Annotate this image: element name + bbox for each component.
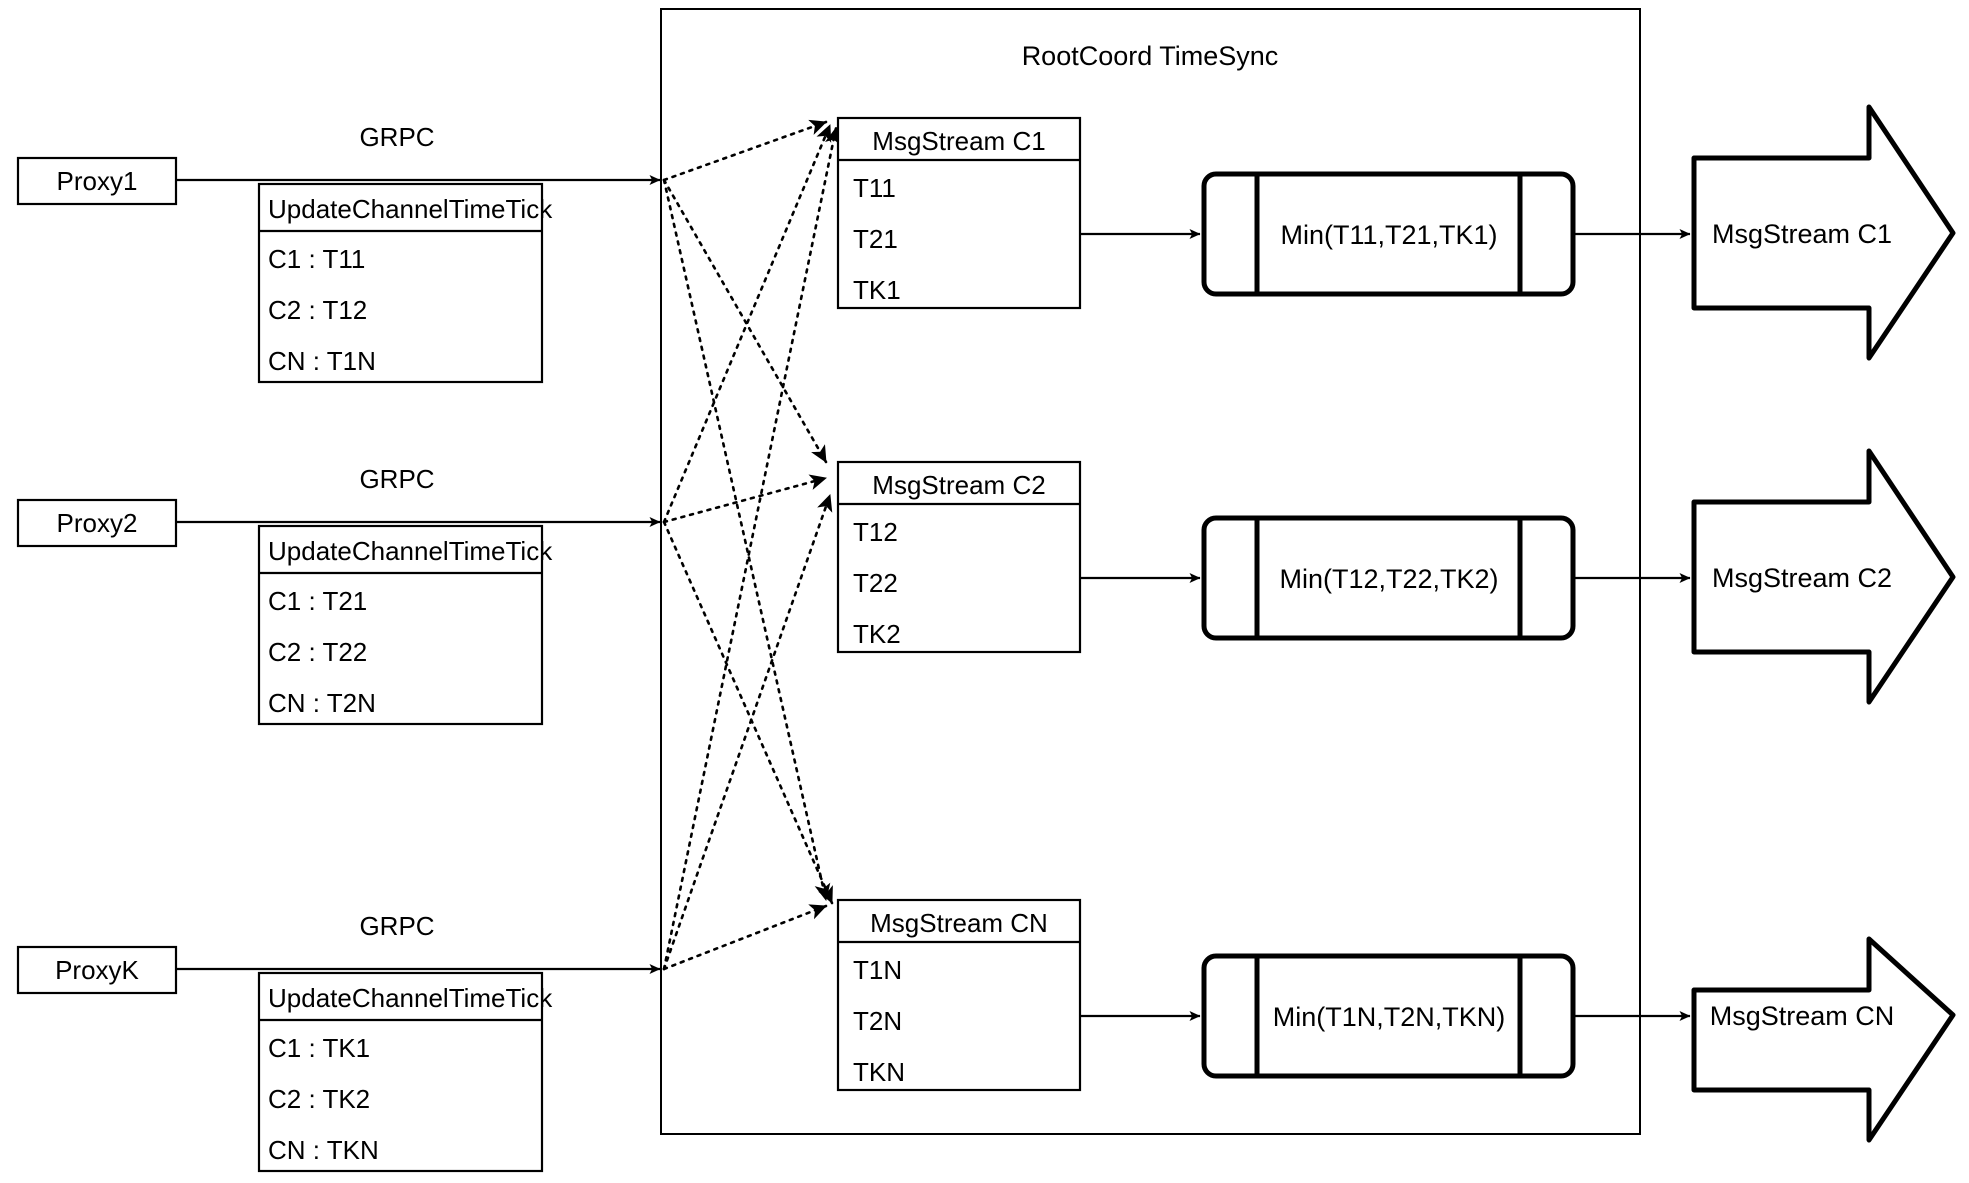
dotted-edge-pk-c2	[662, 493, 833, 971]
rootcoord-container	[660, 8, 1641, 1135]
msgstream-header-3: MsgStream CN	[870, 908, 1048, 938]
dotted-edge-p2-cn	[662, 520, 834, 905]
msgstream-box-1	[836, 116, 1082, 310]
min-label-1: Min(T11,T21,TK1)	[1280, 220, 1497, 250]
min-label-2: Min(T12,T22,TK2)	[1279, 564, 1498, 594]
proxy-group-2: Proxy2 GRPC UpdateChannelTimeTick C1 : T…	[16, 464, 661, 726]
message-header-2: UpdateChannelTimeTick	[268, 536, 553, 566]
msgstream-row-3-1: T2N	[853, 1006, 902, 1036]
dotted-edge-p1-c2	[662, 178, 828, 464]
msgstream-row-1-1: T21	[853, 224, 898, 254]
msgstream-row-2-1: T22	[853, 568, 898, 598]
dotted-routing-edges	[662, 119, 841, 971]
message-row-2-1: C2 : T22	[268, 637, 367, 667]
grpc-label-2: GRPC	[359, 464, 434, 494]
proxy-group-3: ProxyK GRPC UpdateChannelTimeTick C1 : T…	[16, 911, 661, 1173]
output-arrow-label-3: MsgStream CN	[1710, 1001, 1895, 1031]
grpc-label-1: GRPC	[359, 122, 434, 152]
min-label-3: Min(T1N,T2N,TKN)	[1273, 1002, 1506, 1032]
output-arrow-shape-3	[1691, 936, 1956, 1143]
channel-row-2: MsgStream C2 T12 T22 TK2 Min(T12,T22,TK2…	[836, 448, 1956, 705]
message-row-2-0: C1 : T21	[268, 586, 367, 616]
message-header-1: UpdateChannelTimeTick	[268, 194, 553, 224]
msgstream-row-3-2: TKN	[853, 1057, 905, 1087]
dotted-edge-pk-c1	[662, 126, 841, 971]
msgstream-box-2	[836, 460, 1082, 654]
channel-row-1: MsgStream C1 T11 T21 TK1 Min(T11,T21,TK1…	[836, 104, 1956, 361]
msgstream-row-1-2: TK1	[853, 275, 901, 305]
message-row-3-0: C1 : TK1	[268, 1033, 370, 1063]
message-box-2	[257, 524, 544, 726]
message-row-1-1: C2 : T12	[268, 295, 367, 325]
msgstream-row-1-0: T11	[853, 173, 896, 203]
message-row-2-2: CN : T2N	[268, 688, 376, 718]
proxy-label-2: Proxy2	[57, 508, 138, 538]
message-header-3: UpdateChannelTimeTick	[268, 983, 553, 1013]
msgstream-row-2-0: T12	[853, 517, 898, 547]
grpc-label-3: GRPC	[359, 911, 434, 941]
message-box-3	[257, 971, 544, 1173]
dotted-edge-p1-c1	[662, 119, 828, 182]
dotted-edge-p2-c1	[662, 123, 832, 524]
proxy-label-1: Proxy1	[57, 166, 138, 196]
container-title: RootCoord TimeSync	[1022, 41, 1279, 71]
message-row-3-1: C2 : TK2	[268, 1084, 370, 1114]
output-arrow-shape-1	[1691, 104, 1956, 361]
msgstream-box-3	[836, 898, 1082, 1092]
message-row-1-2: CN : T1N	[268, 346, 376, 376]
output-arrow-label-2: MsgStream C2	[1712, 563, 1892, 593]
dotted-edge-pk-cn	[662, 904, 828, 971]
msgstream-row-3-0: T1N	[853, 955, 902, 985]
msgstream-header-1: MsgStream C1	[872, 126, 1045, 156]
msgstream-header-2: MsgStream C2	[872, 470, 1045, 500]
dotted-edge-p1-cn	[662, 178, 831, 902]
output-arrow-label-1: MsgStream C1	[1712, 219, 1892, 249]
message-row-1-0: C1 : T11	[268, 244, 365, 274]
output-arrow-shape-2	[1691, 448, 1956, 705]
proxy-box-2[interactable]	[16, 498, 178, 548]
msgstream-row-2-2: TK2	[853, 619, 901, 649]
message-box-1	[257, 182, 544, 384]
channel-row-3: MsgStream CN T1N T2N TKN Min(T1N,T2N,TKN…	[836, 898, 1956, 1143]
proxy-label-3: ProxyK	[55, 955, 139, 985]
proxy-box-1[interactable]	[16, 156, 178, 206]
message-row-3-2: CN : TKN	[268, 1135, 379, 1165]
dotted-edge-p2-c2	[662, 474, 828, 524]
proxy-group-1: Proxy1 GRPC UpdateChannelTimeTick C1 : T…	[16, 122, 661, 384]
